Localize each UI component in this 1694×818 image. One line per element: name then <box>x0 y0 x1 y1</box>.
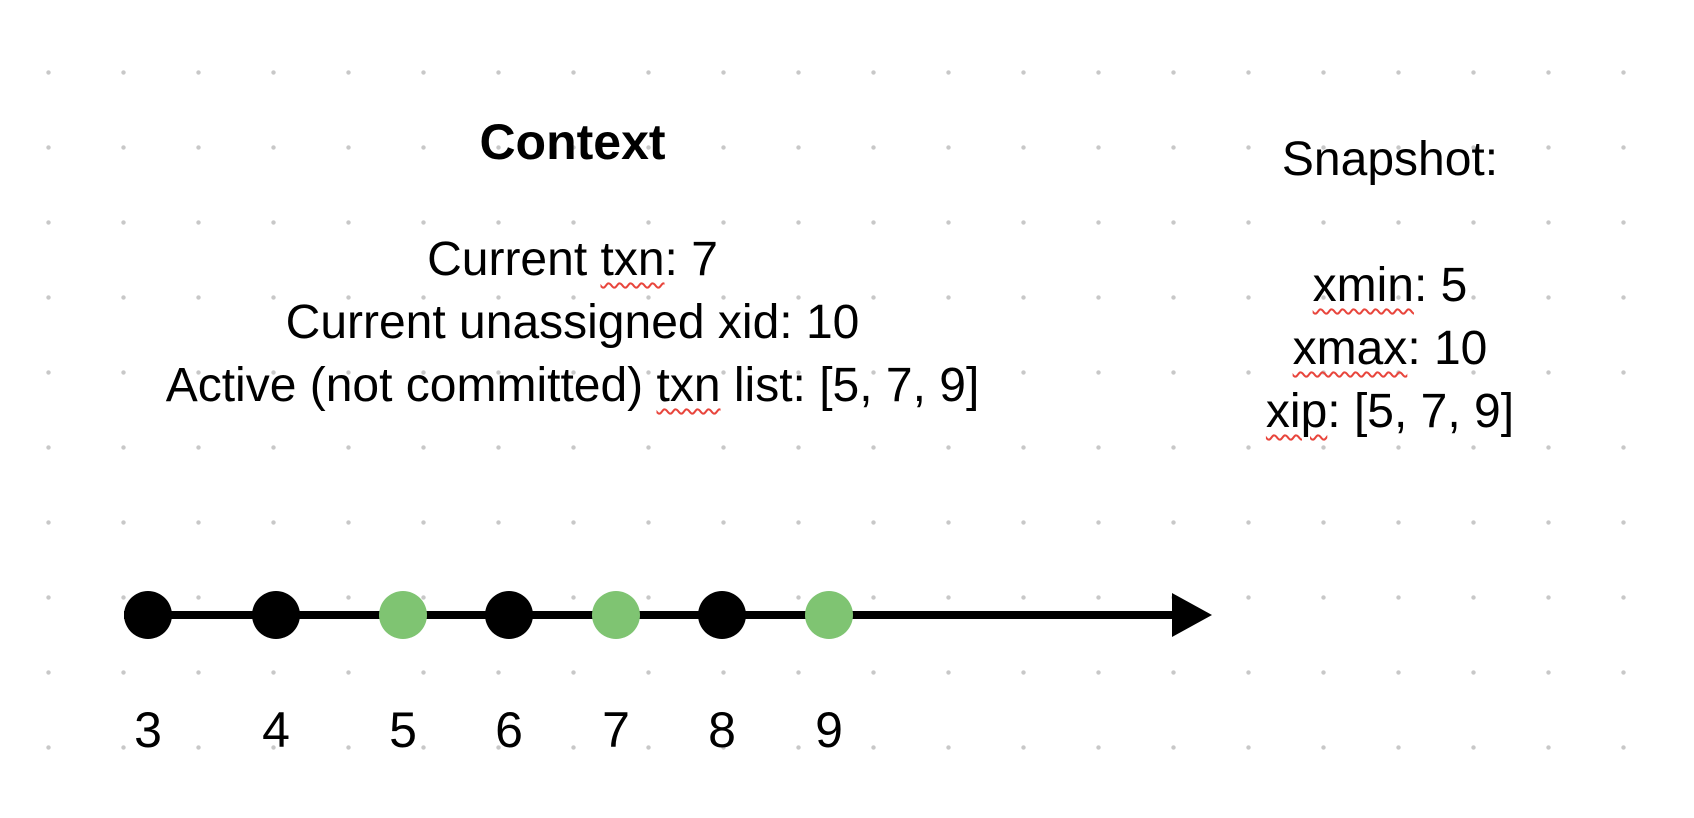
active-txn-list-line: Active (not committed) txn list: [5, 7, … <box>80 354 1065 417</box>
txn-id-label: 8 <box>708 702 736 758</box>
timeline-nodes <box>124 591 853 639</box>
context-lines: Current txn: 7 Current unassigned xid: 1… <box>80 228 1065 417</box>
active-txn-word: txn <box>656 359 721 412</box>
txn-id-label: 3 <box>134 702 162 758</box>
xmax-value: : 10 <box>1407 322 1488 375</box>
xmin-word: xmin <box>1312 259 1414 312</box>
xip-line: xip: [5, 7, 9] <box>1160 380 1620 443</box>
snapshot-lines: xmin: 5 xmax: 10 xip: [5, 7, 9] <box>1160 254 1620 443</box>
current-txn-word: txn <box>600 233 665 286</box>
txn-id-label: 5 <box>389 702 417 758</box>
timeline-arrowhead <box>1172 593 1212 637</box>
committed-txn-node <box>124 591 172 639</box>
committed-txn-node <box>485 591 533 639</box>
txn-id-label: 7 <box>602 702 630 758</box>
active-txn-node <box>805 591 853 639</box>
active-txn-node <box>379 591 427 639</box>
txn-id-label: 4 <box>262 702 290 758</box>
xmax-word: xmax <box>1292 322 1408 375</box>
xip-value: : [5, 7, 9] <box>1327 385 1515 438</box>
context-block: Context Current txn: 7 Current unassigne… <box>80 110 1065 417</box>
snapshot-block: Snapshot: xmin: 5 xmax: 10 xip: [5, 7, 9… <box>1160 128 1620 443</box>
txn-id-label: 6 <box>495 702 523 758</box>
committed-txn-node <box>252 591 300 639</box>
current-txn-line: Current txn: 7 <box>80 228 1065 291</box>
active-suffix: list: [5, 7, 9] <box>720 359 980 412</box>
xmax-line: xmax: 10 <box>1160 317 1620 380</box>
unassigned-xid-line: Current unassigned xid: 10 <box>285 296 860 349</box>
active-prefix: Active (not committed) <box>165 359 657 412</box>
xmin-line: xmin: 5 <box>1160 254 1620 317</box>
active-txn-node <box>592 591 640 639</box>
committed-txn-node <box>698 591 746 639</box>
xmin-value: : 5 <box>1413 259 1468 312</box>
current-txn-value: : 7 <box>664 233 718 286</box>
snapshot-title: Snapshot: <box>1281 133 1499 186</box>
context-title: Context <box>479 114 666 170</box>
xip-word: xip <box>1265 385 1328 438</box>
current-txn-label: Current <box>427 233 601 286</box>
txn-id-label: 9 <box>815 702 843 758</box>
